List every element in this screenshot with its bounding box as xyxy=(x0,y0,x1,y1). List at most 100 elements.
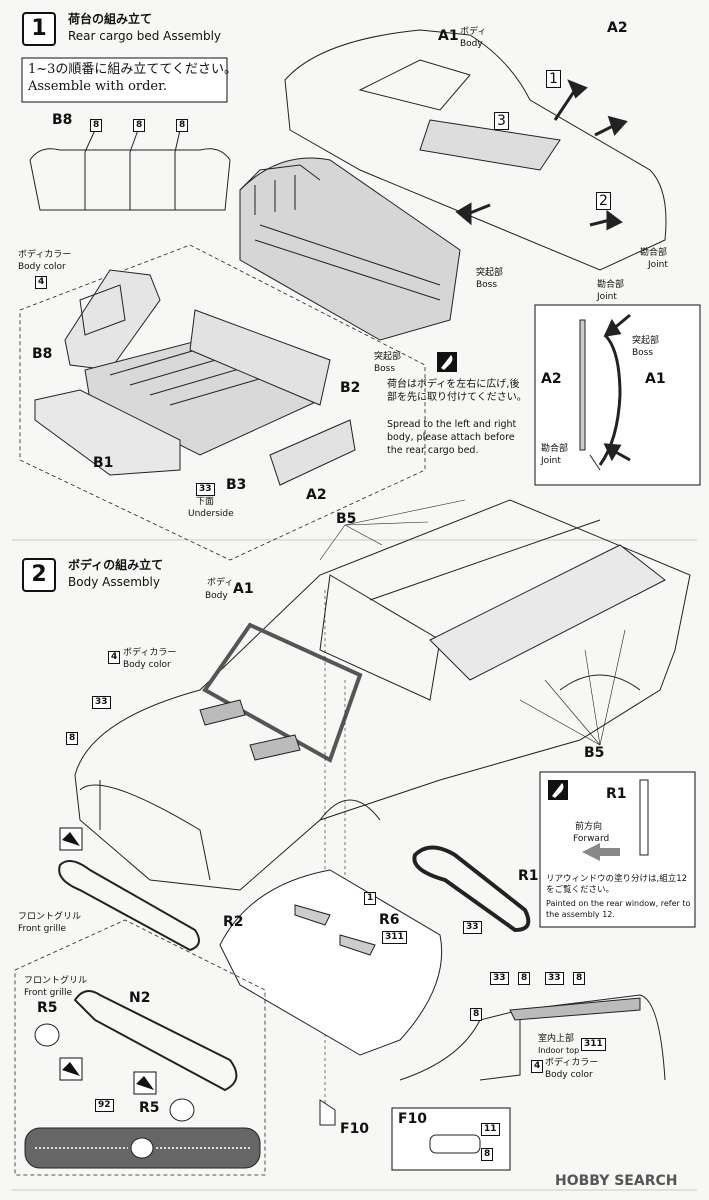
color-num-8c: 8 xyxy=(176,119,189,132)
front-grille-detail-en: Front grille xyxy=(24,988,73,998)
car-body-top-drawing xyxy=(239,29,667,341)
part-label-r5-a: R5 xyxy=(37,1000,58,1016)
body-label-en: Body xyxy=(460,39,483,49)
color-num-311-int: 311 xyxy=(581,1038,606,1051)
color-num-8-f10: 8 xyxy=(481,1148,494,1161)
color-num-4-int: 4 xyxy=(531,1060,544,1073)
rear-window-note-en: Painted on the rear window, refer to the… xyxy=(546,899,691,919)
cross-joint-en: Joint xyxy=(541,456,561,466)
part-label-b3: B3 xyxy=(226,477,247,493)
color-num-8-int-a: 8 xyxy=(518,972,531,985)
step2-title-en: Body Assembly xyxy=(68,575,160,589)
cross-boss-en: Boss xyxy=(632,348,654,358)
part-label-n2: N2 xyxy=(129,990,151,1006)
step-number-2: 2 xyxy=(22,558,56,592)
joint-label-jp-1: 勘合部 xyxy=(640,248,668,258)
part-label-f10: F10 xyxy=(340,1121,370,1137)
r1-window-drawing xyxy=(412,845,531,933)
r2-panel-drawing xyxy=(219,869,443,1056)
front-grille-jp: フロントグリル xyxy=(18,912,82,922)
part-label-r2: R2 xyxy=(223,914,244,930)
color-num-8-int-b: 8 xyxy=(573,972,586,985)
color-num-33-int-a: 33 xyxy=(490,972,509,985)
part-label-a1-step2: A1 xyxy=(233,581,254,597)
body-color-en-1: Body color xyxy=(18,262,66,272)
order-note-jp: 1~3の順番に組み立ててください。 xyxy=(28,62,238,77)
part-label-a2-top: A2 xyxy=(607,20,628,36)
joint-label-en-2: Joint xyxy=(597,292,617,302)
cross-part-a1: A1 xyxy=(645,371,666,387)
rear-window-note-jp: リアウィンドウの塗り分けは,組立12をご覧ください。 xyxy=(546,874,688,895)
watermark: HOBBY SEARCH xyxy=(555,1173,678,1189)
forward-jp: 前方向 xyxy=(575,822,603,832)
part-label-b5-bottom: B5 xyxy=(584,745,605,761)
color-num-1-step2: 1 xyxy=(364,892,377,905)
order-note-frame xyxy=(21,57,228,103)
interior-cutaway-drawing xyxy=(399,994,666,1081)
step1-title-en: Rear cargo bed Assembly xyxy=(68,29,221,43)
body-color-en-int: Body color xyxy=(545,1070,593,1080)
grille-detail-area xyxy=(14,919,266,1176)
part-label-a2: A2 xyxy=(306,487,327,503)
front-grille-drawing xyxy=(58,860,200,952)
part-label-b8: B8 xyxy=(32,346,53,362)
body-color-en-step2: Body color xyxy=(123,660,171,670)
exploded-area-outline xyxy=(19,244,426,561)
front-grille-detail-jp: フロントグリル xyxy=(24,976,88,986)
body-label-jp-step2: ボディ xyxy=(207,578,234,588)
boss-label-en-1: Boss xyxy=(476,280,498,290)
b5-leader-lines xyxy=(319,499,626,746)
boss-label-jp-2: 突起部 xyxy=(374,352,402,362)
cross-section-arrows xyxy=(603,313,631,462)
cross-section-frame xyxy=(534,304,701,486)
step1-arrows xyxy=(455,79,628,231)
order-note-en: Assemble with order. xyxy=(28,79,168,94)
body-label-jp: ボディ xyxy=(460,27,487,37)
cross-joint-jp: 勘合部 xyxy=(541,444,569,454)
car-body-step2-drawing xyxy=(74,499,691,891)
color-num-33-step2: 33 xyxy=(92,696,111,709)
color-num-33-int-b: 33 xyxy=(545,972,564,985)
forward-en: Forward xyxy=(573,834,610,844)
note-jp-step1: 荷台はボディを左右に広げ,後部を先に取り付けてください。 xyxy=(387,379,527,403)
order-marker-1: 1 xyxy=(546,70,561,88)
order-marker-2: 2 xyxy=(596,192,611,210)
body-color-jp-int: ボディカラー xyxy=(545,1058,599,1068)
cargo-bed-parts-drawing xyxy=(34,269,356,486)
body-label-en-step2: Body xyxy=(205,591,228,601)
color-num-4-step1: 4 xyxy=(35,276,48,289)
paint-icons xyxy=(59,827,157,1095)
part-label-b1: B1 xyxy=(93,455,114,471)
part-label-a1-top: A1 xyxy=(438,28,459,44)
part-label-b5-top: B5 xyxy=(336,511,357,527)
color-num-33-step1: 33 xyxy=(196,483,215,496)
front-grille-en: Front grille xyxy=(18,924,67,934)
part-label-r1-main: R1 xyxy=(518,868,539,884)
part-label-r6: R6 xyxy=(379,912,400,928)
part-label-b2: B2 xyxy=(340,380,361,396)
part-label-f10-box: F10 xyxy=(398,1111,428,1127)
joint-label-jp-2: 勘合部 xyxy=(597,280,625,290)
color-num-8-step2: 8 xyxy=(66,732,79,745)
step-number-1: 1 xyxy=(22,12,56,46)
color-num-8b: 8 xyxy=(133,119,146,132)
part-label-r1-box: R1 xyxy=(606,786,627,802)
color-num-92: 92 xyxy=(95,1099,114,1112)
joint-label-en-1: Joint xyxy=(648,260,668,270)
color-num-11-f10: 11 xyxy=(481,1123,500,1136)
step2-title-jp: ボディの組み立て xyxy=(68,558,164,572)
cross-boss-jp: 突起部 xyxy=(632,336,660,346)
boss-label-en-2: Boss xyxy=(374,364,396,374)
color-num-33-r1: 33 xyxy=(463,921,482,934)
body-color-jp-1: ボディカラー xyxy=(18,250,72,260)
color-num-8a: 8 xyxy=(90,119,103,132)
indoor-top-en: Indoor top xyxy=(538,1046,580,1055)
note-en-step1: Spread to the left and right body, pleas… xyxy=(387,419,517,456)
part-label-r5-b: R5 xyxy=(139,1100,160,1116)
step1-title-jp: 荷台の組み立て xyxy=(68,12,153,26)
forward-arrow-icon xyxy=(582,843,600,861)
f10-mirror-drawing xyxy=(319,1099,336,1126)
color-num-8-int-c: 8 xyxy=(470,1008,483,1021)
